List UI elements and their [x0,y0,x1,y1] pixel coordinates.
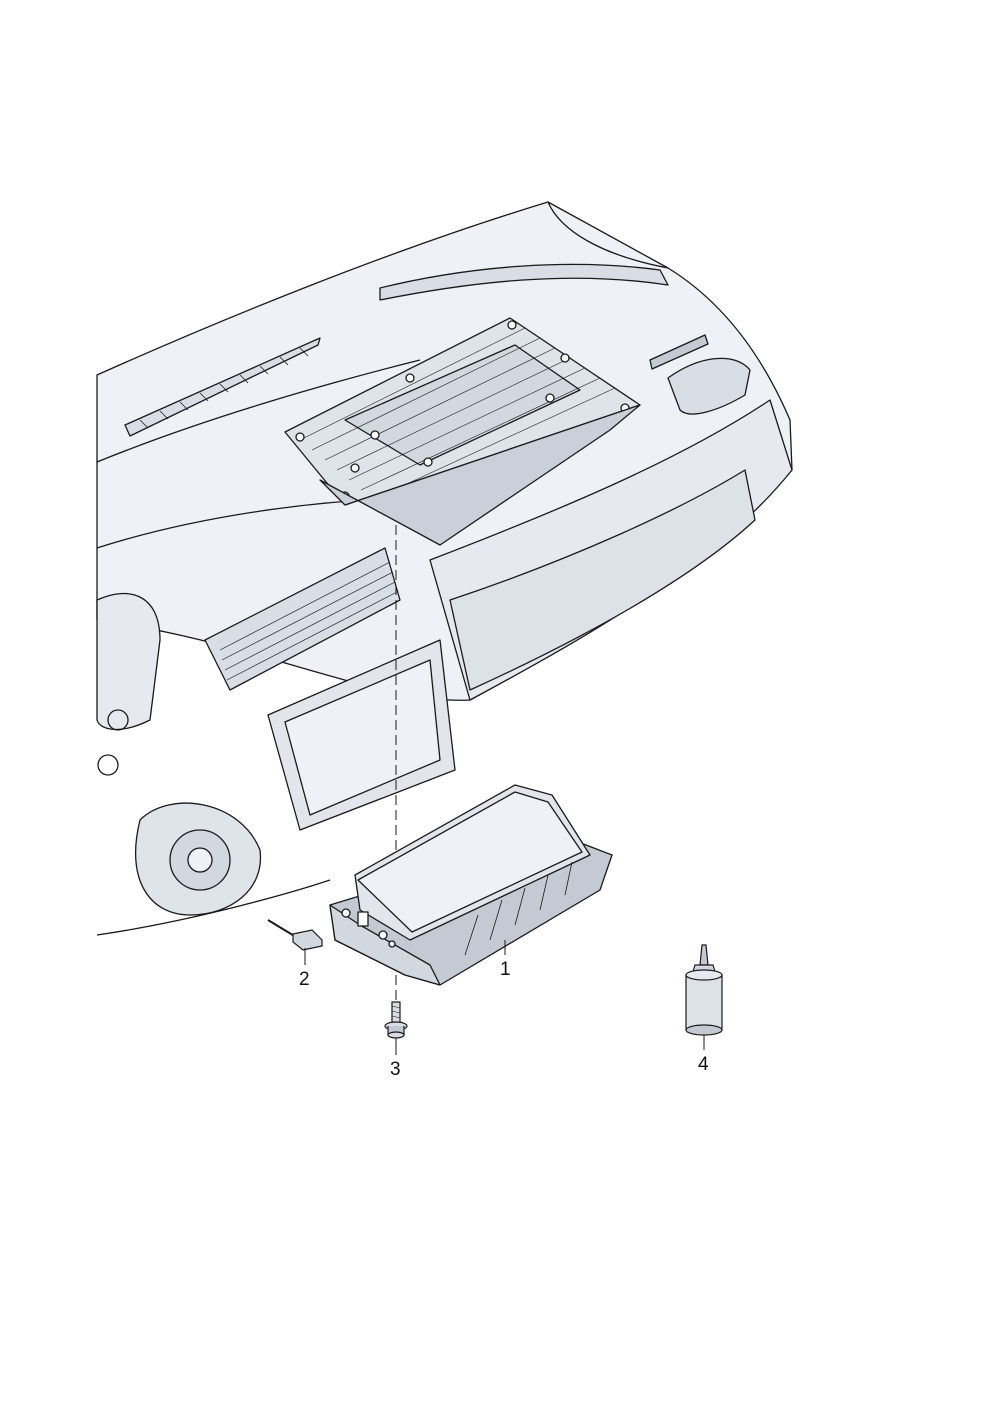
tray-ribs [464,861,573,956]
callout-label-2: 2 [299,969,310,990]
callout-label-3: 3 [390,1059,401,1080]
windshield-trim [379,263,669,301]
bolt [384,1001,408,1039]
airbag-module [329,784,613,986]
callout-label-1: 1 [500,959,511,980]
locking-fluid-bottle [685,944,723,1036]
cover-ribs [299,327,616,500]
cover-housing [319,404,641,546]
center-vent [204,547,401,691]
defroster-slats [139,347,309,429]
connector-body [292,929,323,951]
side-vent [667,357,751,415]
instrument-cluster [96,592,161,731]
callout-leaders [304,940,705,1055]
connector [267,919,323,951]
glovebox-outline [449,469,756,691]
dashboard-illustration [96,201,793,936]
callout-label-4: 4 [698,1054,709,1075]
